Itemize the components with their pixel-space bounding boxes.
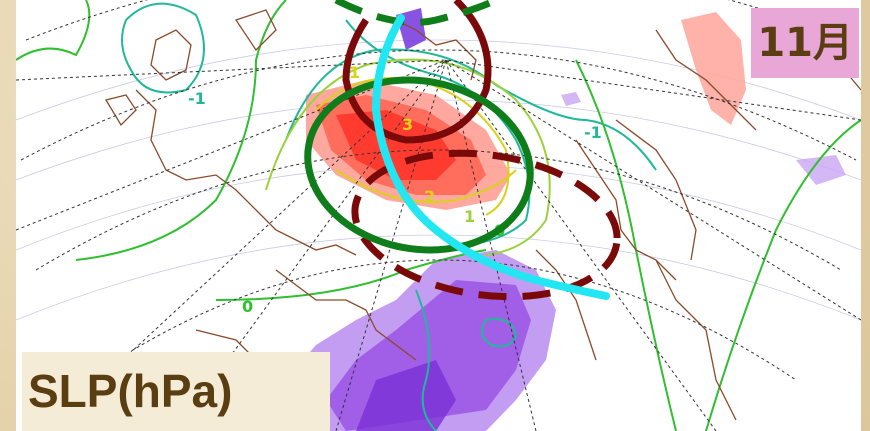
contour-label: 3	[402, 115, 413, 134]
variable-label: SLP(hPa)	[22, 352, 330, 431]
contour-lines	[16, 0, 861, 431]
month-label: 11月	[751, 8, 859, 78]
contour-label: -1	[584, 123, 602, 142]
green-dashed-arc	[334, 0, 498, 26]
coastlines	[104, 9, 861, 421]
dark-red-dashed-ellipse	[351, 149, 621, 301]
jet-stream-line	[371, 14, 610, 300]
dark-red-solid-circle	[342, 0, 492, 144]
contour-label: 0	[242, 297, 253, 316]
map-canvas: -1 -1 1 3 2 1 0 0	[16, 0, 861, 431]
contour-label: 1	[464, 207, 475, 226]
contour-label: 2	[424, 187, 435, 206]
contour-label: -1	[188, 89, 206, 108]
annotations	[304, 0, 621, 301]
contour-label: 1	[349, 63, 360, 82]
green-ellipse	[304, 76, 534, 254]
